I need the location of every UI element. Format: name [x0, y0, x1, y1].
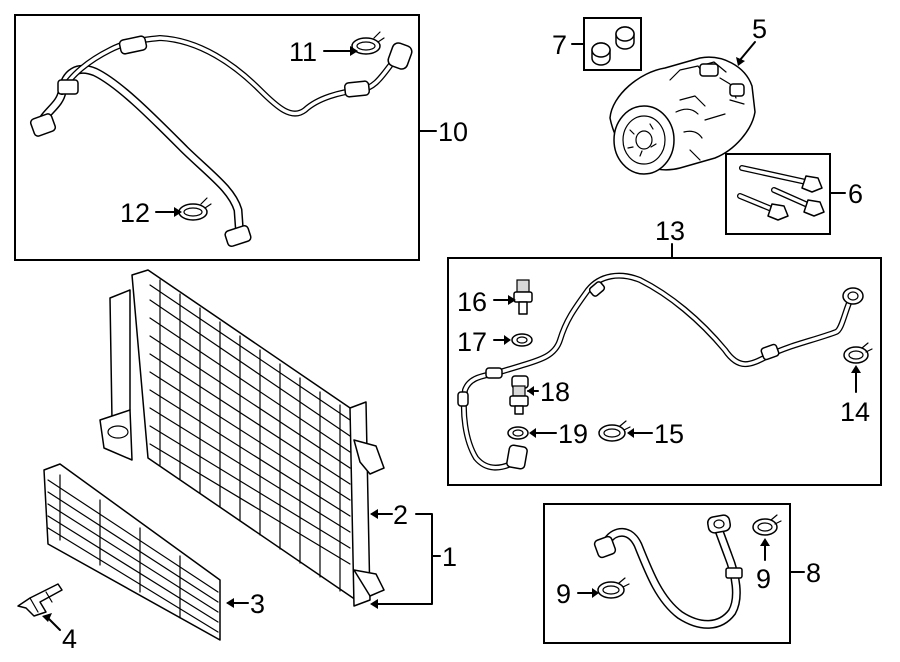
leader-4	[47, 617, 61, 631]
group-7: 7	[552, 17, 642, 71]
box-10	[14, 14, 420, 261]
clamp-15	[598, 420, 631, 442]
callout-14: 14	[840, 397, 870, 427]
leader-1	[377, 513, 433, 605]
clamp-11	[351, 31, 385, 55]
air-guide-3	[43, 463, 221, 641]
callout-18: 18	[540, 377, 570, 407]
compressor-5	[609, 56, 756, 175]
arrow-1	[370, 599, 378, 609]
callout-15: 15	[654, 419, 684, 449]
arrow-15	[627, 428, 634, 438]
group-6: 6	[725, 153, 863, 235]
arrow-17	[504, 335, 511, 345]
callout-7: 7	[552, 30, 567, 60]
oring-17	[511, 333, 533, 347]
callout-8: 8	[806, 558, 821, 588]
group-box-8: 8 9 9	[543, 503, 821, 644]
clamp-9a	[597, 577, 630, 599]
callout-16: 16	[457, 287, 487, 317]
arrow-5	[736, 57, 745, 66]
arrow-11	[350, 46, 358, 56]
ac-line-13	[457, 272, 864, 471]
callout-6: 6	[848, 179, 863, 209]
callout-10: 10	[438, 117, 468, 147]
callout-19: 19	[558, 419, 588, 449]
caps-7	[591, 26, 635, 66]
ac-hose-8	[593, 514, 743, 629]
arrow-3	[226, 598, 234, 608]
callout-2: 2	[393, 500, 408, 530]
condenser	[99, 269, 385, 607]
clamp-9b	[752, 514, 782, 536]
clamp-14	[843, 342, 873, 364]
arrow-14	[851, 365, 861, 373]
callout-3: 3	[250, 589, 265, 619]
oring-19	[507, 426, 529, 440]
arrow-4	[42, 613, 52, 622]
callout-17: 17	[457, 327, 487, 357]
sensor-18	[509, 385, 529, 415]
sensor-16	[513, 279, 533, 315]
ac-hose-10	[29, 35, 413, 248]
arrow-2	[370, 509, 378, 519]
arrow-19	[529, 428, 536, 438]
callout-4: 4	[62, 624, 77, 654]
box-8	[543, 503, 791, 644]
callout-9b: 9	[756, 564, 771, 594]
arrow-9a	[592, 588, 599, 598]
arrow-9b	[760, 538, 770, 546]
clip-4	[17, 583, 63, 617]
bolts-6	[737, 165, 825, 221]
callout-1: 1	[442, 542, 457, 572]
callout-12: 12	[120, 198, 150, 228]
group-box-13: 13 16 17	[447, 216, 882, 486]
leader-5	[739, 41, 756, 61]
arrow-12	[174, 207, 182, 217]
clamp-12	[178, 197, 212, 221]
callout-9a: 9	[556, 579, 571, 609]
callout-11: 11	[289, 37, 317, 67]
arrow-18	[527, 386, 534, 396]
callout-13: 13	[655, 216, 685, 246]
callout-5: 5	[752, 14, 767, 44]
box-13	[447, 257, 882, 486]
arrow-16	[508, 295, 516, 305]
group-box-10: 10 11 12	[14, 14, 468, 261]
